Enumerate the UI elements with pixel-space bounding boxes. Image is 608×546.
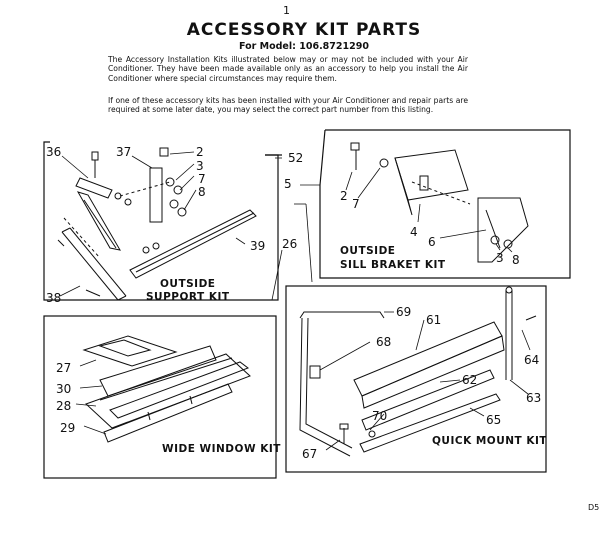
intro-paragraph-2: If one of these accessory kits has been … <box>108 96 468 115</box>
label-29: 29 <box>60 421 75 435</box>
wide-window-kit-parts <box>82 335 251 443</box>
quick-mount-kit-parts <box>299 286 537 457</box>
outside-support-kit-parts <box>57 147 257 301</box>
outside-support-kit-panel <box>43 141 282 301</box>
label-5: 5 <box>284 177 292 191</box>
label-36: 36 <box>46 145 61 159</box>
label-69: 69 <box>396 305 411 319</box>
label-3: 3 <box>196 159 204 173</box>
outside-sill-bracket-kit-panel <box>319 129 571 279</box>
label-7-sill: 7 <box>352 197 360 211</box>
quick-mount-kit-panel <box>285 285 547 473</box>
label-52: 52 <box>288 151 303 165</box>
page-number: 1 <box>283 4 290 17</box>
label-2-sill: 2 <box>340 189 348 203</box>
label-64: 64 <box>524 353 539 367</box>
label-67: 67 <box>302 447 317 461</box>
label-63: 63 <box>526 391 541 405</box>
quick-mount-kit-name: QUICK MOUNT KIT <box>432 435 547 447</box>
label-65: 65 <box>486 413 501 427</box>
label-8: 8 <box>198 185 206 199</box>
label-4: 4 <box>410 225 418 239</box>
label-62: 62 <box>462 373 477 387</box>
part-labels: 36 37 2 3 7 8 52 39 38 OUTSIDE SUPPORT K… <box>46 145 547 461</box>
label-37: 37 <box>116 145 131 159</box>
label-6: 6 <box>428 235 436 249</box>
intro-paragraph-1: The Accessory Installation Kits illustra… <box>108 55 468 83</box>
label-61: 61 <box>426 313 441 327</box>
wide-window-kit-panel <box>43 315 277 479</box>
page-title: ACCESSORY KIT PARTS <box>186 20 422 40</box>
label-7: 7 <box>198 172 206 186</box>
sill-bracket-parts <box>350 142 529 263</box>
label-38: 38 <box>46 291 61 305</box>
label-8-sill: 8 <box>512 253 520 267</box>
label-30: 30 <box>56 382 71 396</box>
label-70: 70 <box>372 409 387 423</box>
label-3-sill: 3 <box>496 251 504 265</box>
outside-support-kit-name-2: SUPPORT KIT <box>146 291 230 303</box>
leader-lines <box>59 151 531 451</box>
label-39: 39 <box>250 239 265 253</box>
label-26: 26 <box>282 237 297 251</box>
outside-support-kit-name-1: OUTSIDE <box>160 278 215 290</box>
label-28: 28 <box>56 399 71 413</box>
label-2: 2 <box>196 145 204 159</box>
model-number: For Model: 106.8721290 <box>239 41 369 52</box>
corner-code: D5 <box>588 503 600 512</box>
label-27: 27 <box>56 361 71 375</box>
label-68: 68 <box>376 335 391 349</box>
wide-window-kit-name: WIDE WINDOW KIT <box>162 443 281 455</box>
outside-sill-kit-name-1: OUTSIDE <box>340 245 395 257</box>
outside-sill-kit-name-2: SILL BRAKET KIT <box>340 259 446 271</box>
